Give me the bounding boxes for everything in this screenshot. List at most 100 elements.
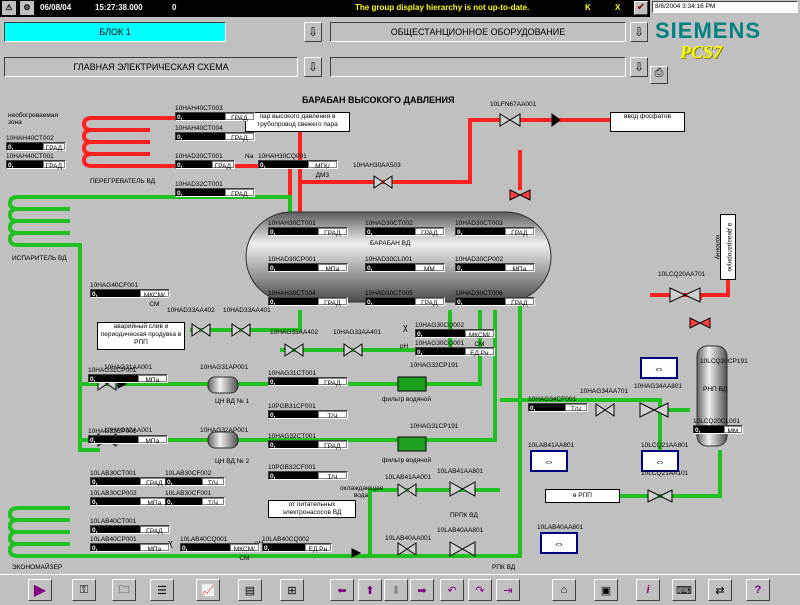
arrow-left-icon[interactable]: ⬅ — [330, 579, 354, 601]
value-field[interactable]: 0,МКСМ/СМ — [90, 289, 170, 308]
value-field[interactable]: 0,ГРАД — [175, 188, 255, 198]
chart-icon[interactable]: 📈 — [196, 579, 220, 601]
value-field[interactable]: 0,МПа — [90, 497, 170, 507]
forward-icon[interactable]: ↷ — [468, 579, 492, 601]
value-field[interactable]: 0,ГРАД — [268, 227, 348, 237]
arrow-up-icon[interactable]: ⬆ — [358, 579, 382, 601]
to-deaerator-box[interactable]: в деаэраторную колонну — [714, 214, 736, 280]
value-field[interactable]: 0,МГК/ДМ3 — [258, 160, 338, 179]
value-field[interactable]: 0,МКСМ/СМ — [415, 329, 495, 348]
value-field[interactable]: 0,ГРАД — [175, 132, 255, 142]
to-rpp-box[interactable]: в РПП — [545, 489, 620, 503]
ack-k[interactable]: K — [585, 3, 591, 12]
value-field[interactable]: 0,МПа — [88, 374, 168, 384]
play-icon[interactable]: ▶ — [28, 579, 52, 601]
back-icon[interactable]: ↶ — [440, 579, 464, 601]
level-switch-2[interactable]: ⇔ — [641, 450, 679, 472]
value-field[interactable]: 0,ГРАД — [365, 227, 445, 237]
nav-down-button-2[interactable]: ⇩ — [630, 22, 648, 42]
value-field[interactable]: 0,Т/Ч — [165, 477, 225, 487]
value-field[interactable]: 0,Т/Ч — [268, 410, 348, 420]
next-icon[interactable]: ⇥ — [496, 579, 520, 601]
steam-box[interactable]: пар высокого давления в трубопровод свеж… — [245, 112, 350, 132]
area-empty[interactable] — [330, 57, 626, 77]
level-switch-4[interactable]: ⇔ — [640, 357, 678, 379]
value-field[interactable]: 0,Т/Ч — [528, 403, 588, 413]
value-field[interactable]: 0,ГРАД — [175, 160, 235, 170]
value-field[interactable]: 0,ГРАД — [6, 160, 66, 170]
value-field[interactable]: 0,ГРАД — [90, 477, 170, 487]
drain-box[interactable]: аварийный слив и периодическая продувка … — [97, 322, 185, 350]
level-switch-1[interactable]: ⇔ — [530, 450, 568, 472]
value-field[interactable]: 0,Т/Ч — [268, 471, 348, 481]
value-field[interactable]: 0,ГРАД — [175, 112, 255, 122]
value-field[interactable]: 0,Т/Ч — [165, 497, 225, 507]
info-icon[interactable]: i — [636, 579, 660, 601]
value-field[interactable]: 0,ГРАД — [268, 440, 348, 450]
value-field[interactable]: 0,МПа — [88, 435, 168, 445]
value-field[interactable]: 0,ГРАД — [268, 297, 348, 307]
value-field[interactable]: 0,ГРАД — [455, 297, 535, 307]
area-tree-icon[interactable]: ⌂ — [552, 579, 576, 601]
display-icon[interactable]: ▤ — [238, 579, 262, 601]
level-switch-3[interactable]: ⇔ — [540, 532, 578, 554]
alarm-icon[interactable]: ⚠ — [2, 1, 16, 15]
value-field[interactable]: 0,ММ — [693, 425, 743, 435]
window-icon[interactable]: ▣ — [594, 579, 618, 601]
feed-box[interactable]: от питательных электронасосов ВД — [268, 500, 356, 518]
printer-icon[interactable]: ⎙ — [650, 66, 668, 84]
value-field[interactable]: 0,МПа — [268, 263, 348, 273]
area-block1[interactable]: БЛОК 1 — [4, 22, 226, 42]
arrow-right-icon[interactable]: ➡ — [410, 579, 434, 601]
ack-x[interactable]: X — [615, 3, 621, 12]
value-field[interactable]: 0,МПа — [90, 543, 170, 553]
area-general-equipment[interactable]: ОБЩЕСТАНЦИОННОЕ ОБОРУДОВАНИЕ — [330, 22, 626, 42]
value-field[interactable]: 0,ГРАД — [90, 525, 170, 535]
value-field[interactable]: 0,ГРАД — [455, 227, 535, 237]
value-field[interactable]: 0,ГРАД — [268, 377, 348, 387]
list-icon[interactable]: ☰ — [150, 579, 174, 601]
exit-icon[interactable]: ⇄ — [708, 579, 732, 601]
value-field[interactable]: 0,МКСМ/СМ — [180, 543, 260, 562]
help-icon[interactable]: ? — [746, 579, 770, 601]
nav-down-button-3[interactable]: ⇩ — [304, 57, 322, 77]
folder-icon[interactable]: 🗀 — [112, 579, 136, 601]
value-field[interactable]: 0,ГРАД — [365, 297, 445, 307]
value-field[interactable]: 0,ГРАД — [6, 142, 66, 152]
value-field[interactable]: 0,МПа — [455, 263, 535, 273]
key-icon[interactable]: ⚿ — [72, 579, 96, 601]
keyboard-icon[interactable]: ⌨ — [672, 579, 696, 601]
nav-down-button-1[interactable]: ⇩ — [304, 22, 322, 42]
